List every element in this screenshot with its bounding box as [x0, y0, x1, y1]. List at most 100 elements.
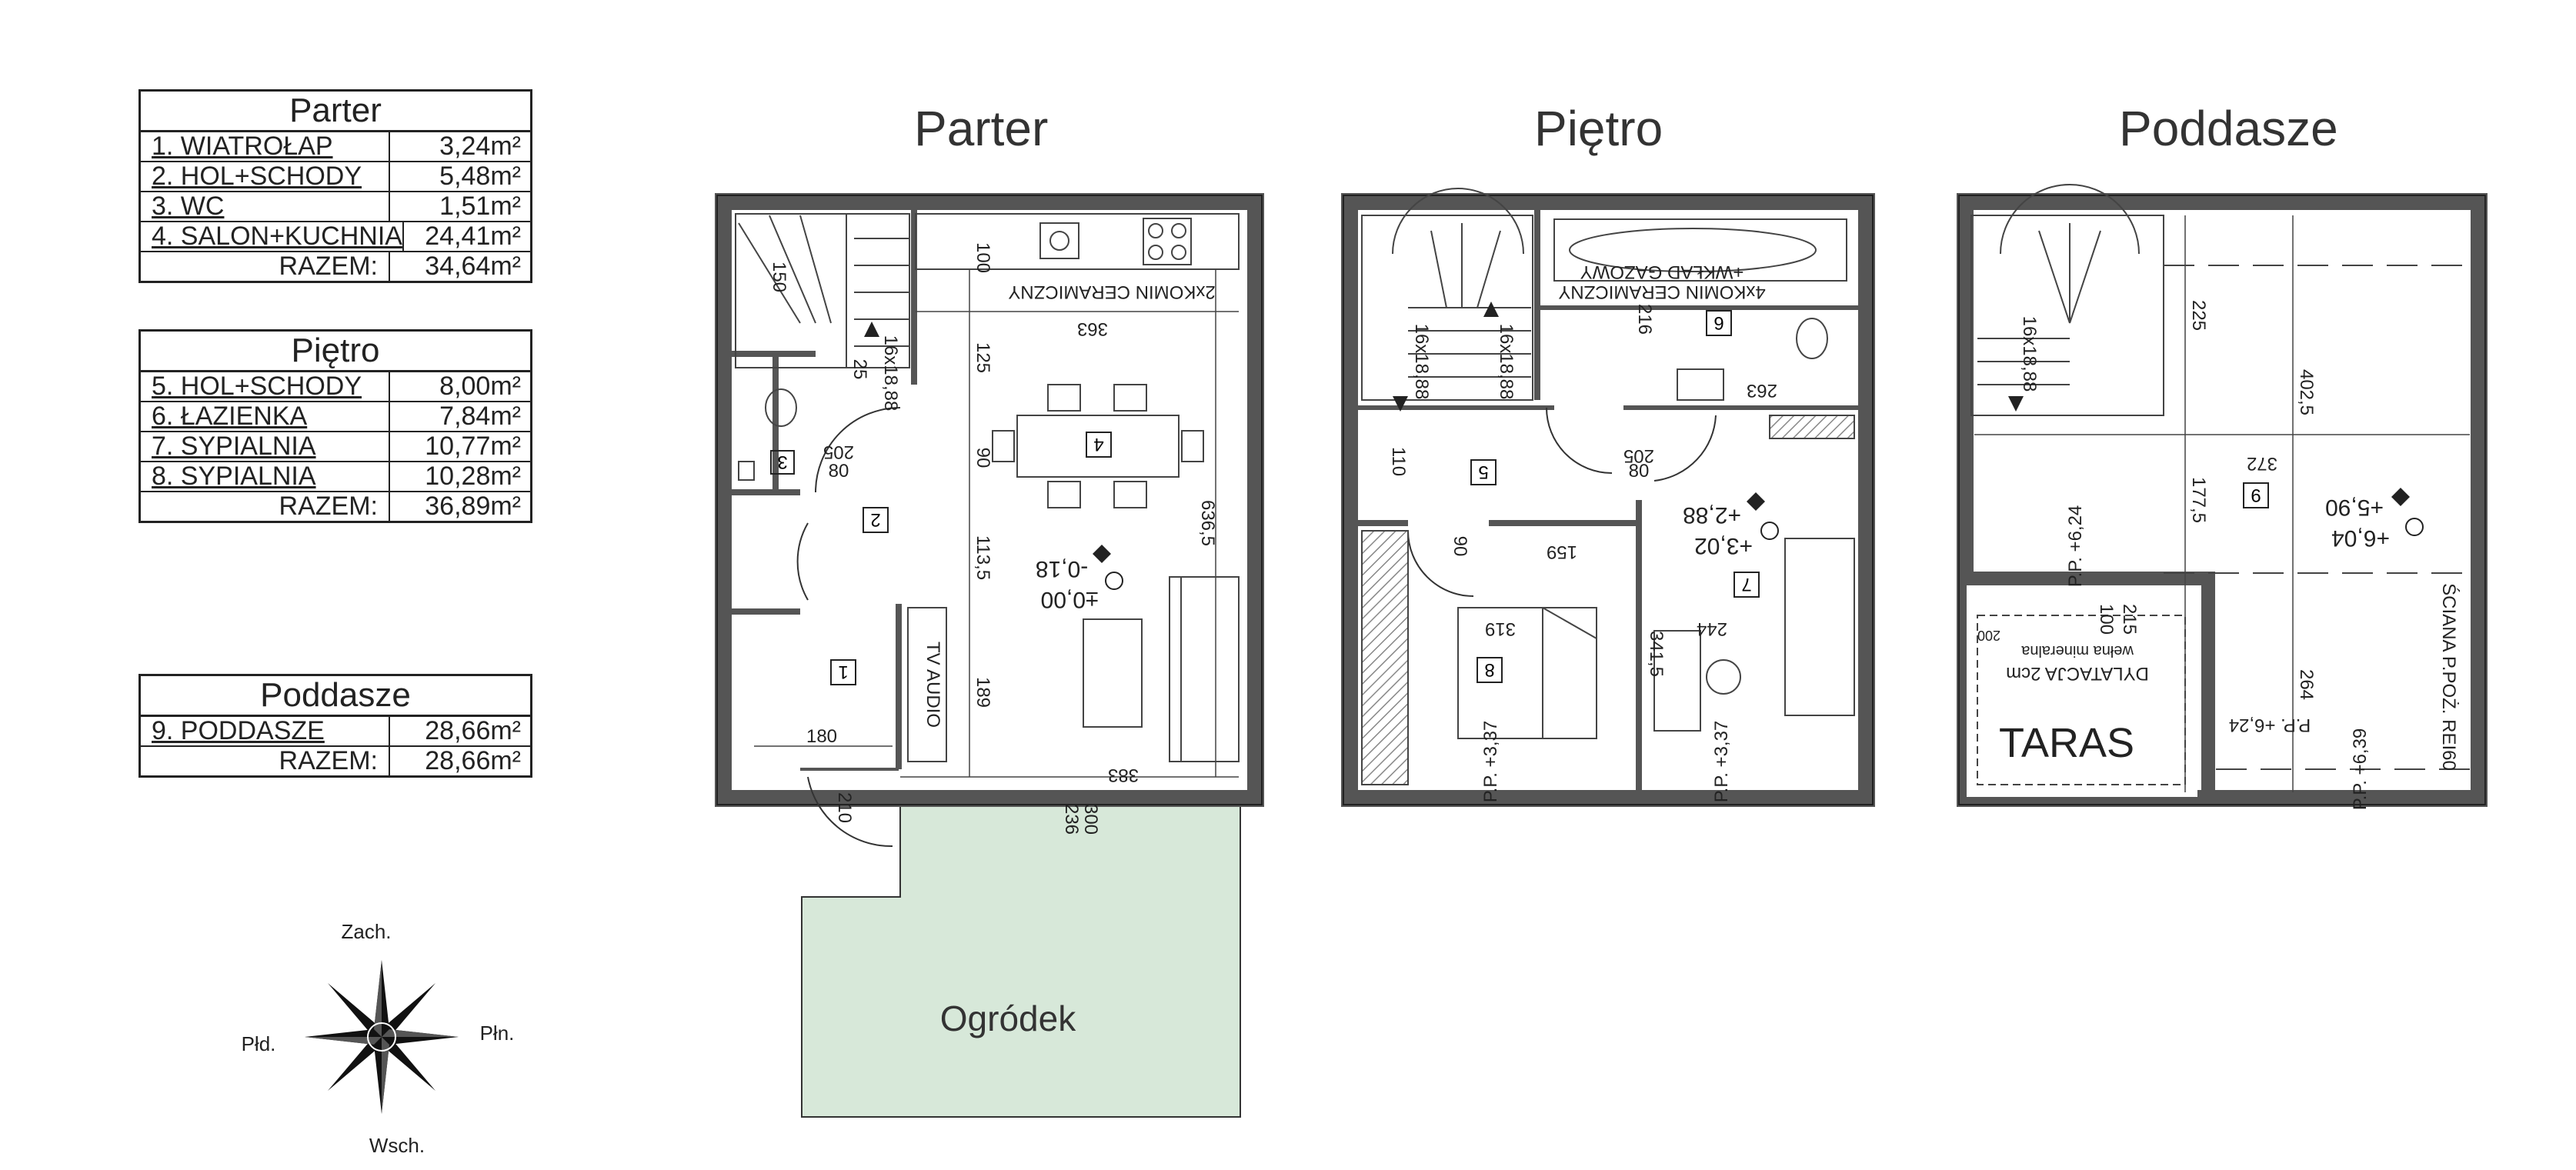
outer-wall	[1341, 193, 1875, 807]
pp-label-a: P.P. +6,24	[2065, 505, 2086, 588]
area-table-title: Poddasze	[141, 676, 530, 717]
label-taras: TARAS	[1999, 720, 2134, 766]
plan-title-parter: Parter	[914, 101, 1049, 156]
level-zero: ±0,00	[1041, 587, 1099, 612]
room-number: 5	[1478, 462, 1488, 482]
label-stairs: 16x18,88	[880, 335, 901, 412]
dim-319: 319	[1485, 618, 1516, 639]
dim-125: 125	[973, 342, 993, 373]
room-number: 4	[1093, 434, 1103, 455]
dim-205: 205	[823, 442, 854, 462]
room-number: 3	[777, 452, 787, 472]
label-stairs: 16x18,88	[2019, 316, 2040, 392]
dim-402-5: 402,5	[2296, 369, 2317, 415]
pp-label-b: P.P. +3,37	[1711, 721, 1732, 803]
dim-25: 25	[849, 359, 870, 380]
level-5-90: +5,90	[2325, 495, 2384, 520]
dim-180: 180	[806, 726, 837, 747]
room-number: 7	[1741, 574, 1751, 595]
level-3-02: +3,02	[1694, 533, 1753, 558]
dim-150: 150	[769, 262, 789, 292]
level-minus: -0,18	[1036, 556, 1088, 582]
area-total-row: RAZEM:36,89m²	[141, 492, 530, 521]
label-stairs-a: 16x18,88	[1411, 324, 1432, 400]
dim-90: 90	[973, 448, 993, 468]
dim-80: 80	[1629, 461, 1650, 482]
compass-north-label: Zach.	[341, 920, 391, 943]
area-total-row: RAZEM:34,64m²	[141, 252, 530, 281]
label-stairs-b: 16x18,88	[1496, 324, 1517, 400]
dim-100: 100	[973, 242, 993, 273]
label-komin: 4xKOMIN CERAMICZNY	[1558, 282, 1765, 302]
compass-south-label: Wsch.	[369, 1134, 425, 1157]
dim-100: 100	[2096, 604, 2117, 635]
dim-263: 263	[1747, 380, 1777, 401]
area-total-row: RAZEM:28,66m²	[141, 747, 530, 775]
plan-title-pietro: Piętro	[1534, 101, 1663, 156]
dim-90: 90	[1450, 536, 1470, 557]
label-tv: TV AUDIO	[923, 642, 943, 728]
dim-363: 363	[1077, 318, 1108, 339]
plan-parter: Ogródek	[715, 193, 1264, 1118]
outer-wall	[715, 193, 1264, 807]
plan-poddasze: 9 16x18,88 +5,90 +6,04 P.P. +6,24 P.P. +…	[1957, 184, 2488, 811]
dim-177-5: 177,5	[2188, 477, 2209, 523]
room-number: 2	[870, 509, 880, 530]
dim-113-5: 113,5	[973, 535, 993, 580]
label-wklad: +WKŁAD GAZOWY	[1580, 262, 1744, 282]
dim-200: 200	[1977, 628, 2000, 643]
compass-rose	[305, 960, 459, 1114]
plan-title-poddasze: Poddasze	[2119, 101, 2338, 156]
dim-264: 264	[2296, 669, 2317, 700]
label-welna: wełna mineralna	[2020, 642, 2134, 659]
room-number: 9	[2251, 485, 2261, 505]
area-table-title: Piętro	[141, 332, 530, 372]
dim-236: 236	[1061, 804, 1082, 835]
level-2-88: +2,88	[1683, 502, 1741, 528]
garden-label: Ogródek	[940, 998, 1076, 1038]
level-6-04: +6,04	[2331, 525, 2390, 551]
outer-wall	[1957, 193, 2488, 807]
label-dylatacja: DYLATACJA 2cm	[2006, 663, 2149, 684]
dim-383: 383	[1108, 765, 1139, 785]
label-komin: 2xKOMIN CERAMICZNY	[1008, 282, 1215, 302]
dim-80: 80	[829, 461, 849, 482]
garden-area	[801, 792, 1241, 1118]
pp-label-a: P.P. +3,37	[1480, 721, 1501, 803]
compass-east-label: Płn.	[480, 1022, 515, 1045]
dim-225: 225	[2188, 300, 2209, 331]
pp-label-b: P.P. +6,24	[2229, 715, 2311, 735]
dim-189: 189	[973, 677, 993, 708]
pp-label-c: P.P. +6,39	[2350, 728, 2371, 811]
room-number: 6	[1713, 312, 1723, 333]
dim-210: 210	[834, 792, 855, 823]
dim-215: 215	[2119, 604, 2140, 635]
room-number: 8	[1484, 659, 1494, 680]
dim-216: 216	[1634, 304, 1655, 335]
dim-159: 159	[1547, 542, 1577, 562]
dim-372: 372	[2247, 453, 2277, 474]
dim-300: 300	[1080, 804, 1101, 835]
plan-pietro: 6 5 7 8 4xKOMIN CERAMICZNY +WKŁAD GAZOWY…	[1341, 188, 1875, 807]
dim-636-5: 636,5	[1197, 500, 1218, 546]
room-number: 1	[838, 662, 848, 682]
dim-244: 244	[1697, 618, 1727, 639]
dim-110: 110	[1388, 447, 1409, 476]
area-table-title: Parter	[141, 92, 530, 132]
compass-west-label: Płd.	[242, 1032, 276, 1055]
label-sciana: ŚCIANA P.POŻ. REI60	[2438, 583, 2460, 771]
dim-205: 205	[1623, 445, 1654, 466]
